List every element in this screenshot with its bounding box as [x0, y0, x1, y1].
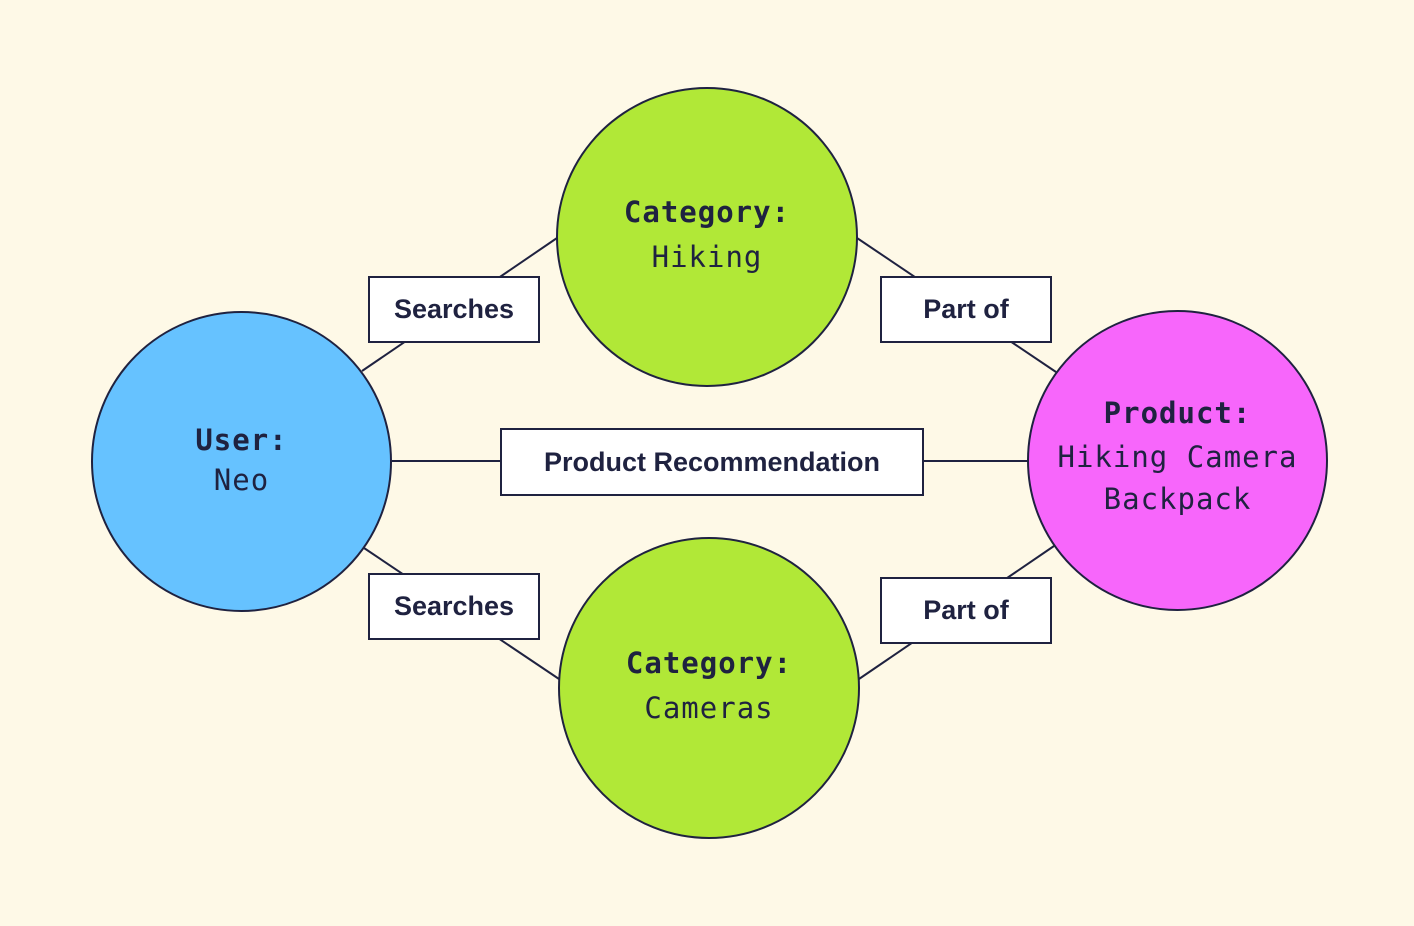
- node-user-type: User:: [195, 423, 288, 458]
- node-hiking-type: Category:: [623, 194, 791, 229]
- edge-label-part-of-top: Part of: [880, 276, 1052, 343]
- node-user-value: Neo: [213, 462, 270, 497]
- node-cameras-value: Cameras: [644, 691, 774, 726]
- node-product-value-line1: Hiking Camera: [1057, 439, 1298, 474]
- edge-label-product-recommendation: Product Recommendation: [500, 428, 924, 496]
- node-user: User: Neo: [91, 311, 392, 612]
- node-cameras-type: Category:: [625, 645, 793, 680]
- node-category-hiking: Category: Hiking: [556, 87, 858, 387]
- node-hiking-value: Hiking: [651, 240, 763, 275]
- edge-label-part-of-bottom: Part of: [880, 577, 1052, 644]
- edge-label-searches-top: Searches: [368, 276, 540, 343]
- node-product-type: Product:: [1103, 395, 1252, 430]
- node-product-value-line2: Backpack: [1103, 481, 1252, 516]
- edge-label-searches-bottom: Searches: [368, 573, 540, 640]
- node-category-cameras: Category: Cameras: [558, 537, 860, 839]
- node-product: Product: Hiking Camera Backpack: [1027, 310, 1328, 611]
